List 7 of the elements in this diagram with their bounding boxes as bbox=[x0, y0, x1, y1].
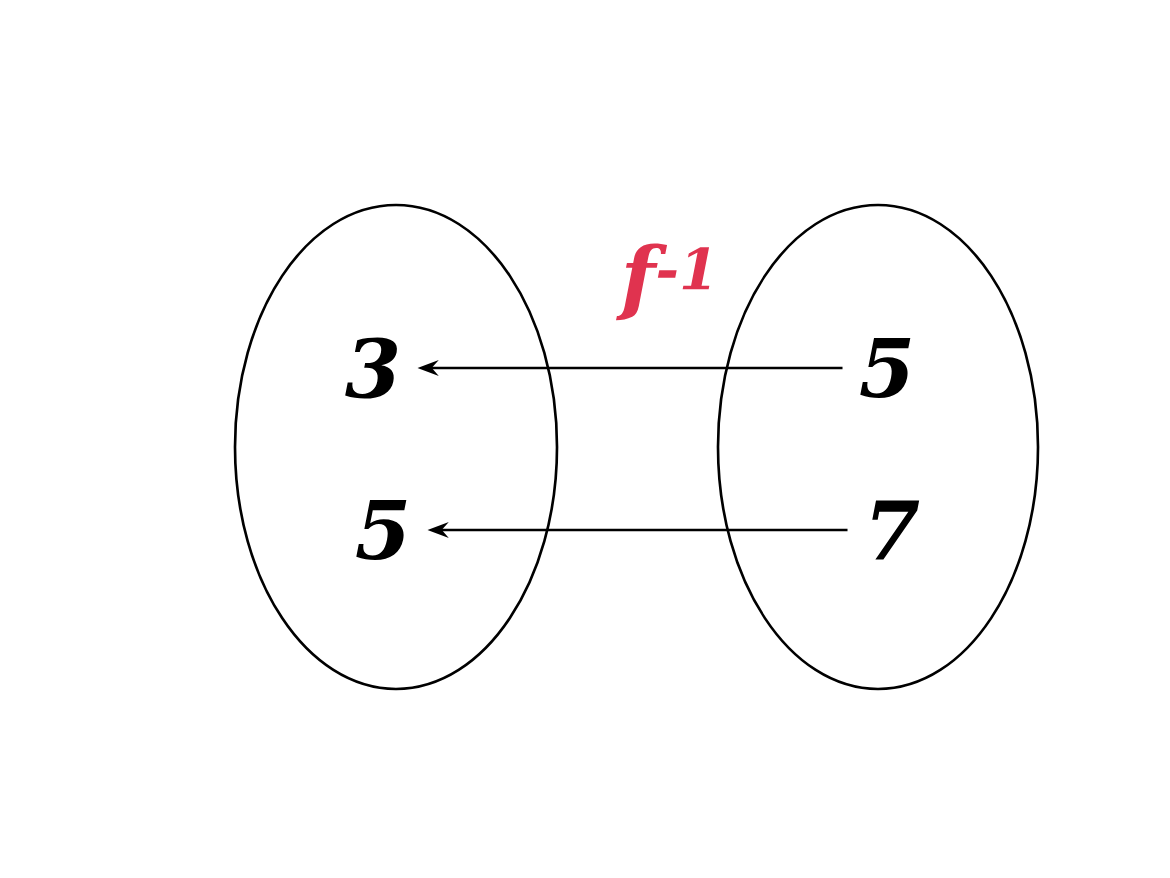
number-label: 7 bbox=[872, 500, 920, 560]
function-label: f$^{-1}$ bbox=[616, 243, 710, 321]
number-label: 5 bbox=[860, 337, 911, 399]
set-ellipse bbox=[716, 203, 1040, 691]
set-ellipse bbox=[233, 203, 559, 691]
number-label: 5 bbox=[356, 499, 407, 561]
number-label: 3 bbox=[345, 337, 397, 399]
